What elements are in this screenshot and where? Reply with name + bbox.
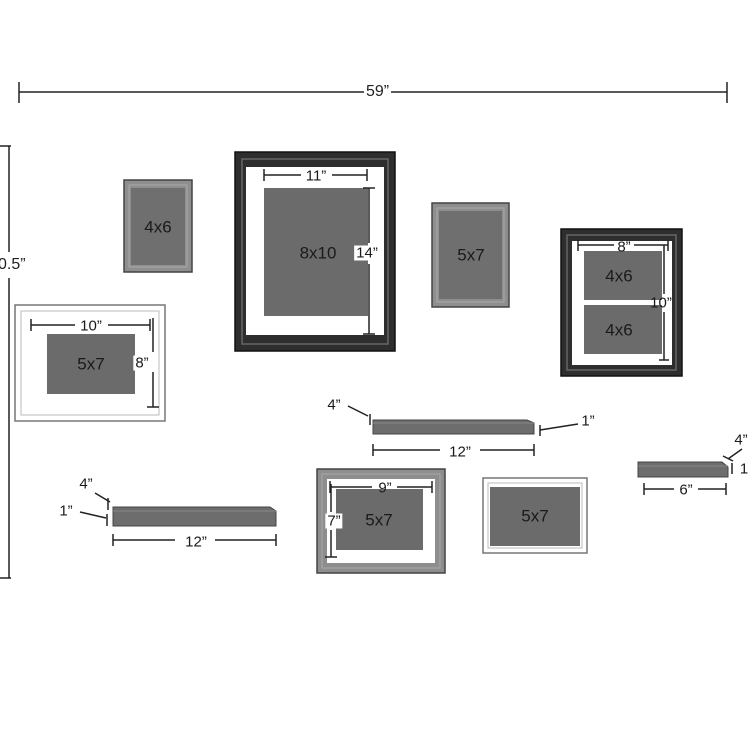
frame-double-width-label: 8” [617,238,631,256]
shelf-12-center [347,405,579,456]
frame-4x6-gray-photo-label: 4x6 [144,217,172,237]
overall-width-label: 59” [364,83,392,100]
frame-5x7-white-right [482,477,588,554]
shelf-center-depth-label: 4” [327,396,341,414]
frame-gray-matted-height-label: 7” [325,512,343,530]
frame-8x10-photo-label: 8x10 [299,243,337,263]
frame-5x7-gray-photo-label: 5x7 [457,245,485,265]
frame-4x6-gray [123,179,193,273]
frame-gray-matted-photo-label: 5x7 [365,510,393,530]
overall-height-dimension [0,145,11,579]
shelf-left-thickness-label: 1” [59,502,73,520]
frame-double-height-label: 10” [650,294,672,312]
shelf-center-length-label: 12” [449,443,471,461]
frame-white-left-photo-label: 5x7 [77,354,105,374]
overall-height-label: 0.5” [0,257,28,273]
frame-double-bottom-photo-label: 4x6 [605,320,633,340]
frame-8x10-height-label: 14” [354,244,380,262]
shelf-right-depth-label: 4” [734,431,748,449]
shelf-12-left [79,492,277,546]
frame-double-top-photo-label: 4x6 [605,266,633,286]
frame-double-4x6-black [560,228,683,377]
shelf-6-right [637,448,743,495]
shelf-right-thickness-label: 1 [739,460,749,478]
shelf-center-thickness-label: 1” [581,412,595,430]
frame-8x10-width-label: 11” [305,167,327,185]
frame-5x7-gray [431,202,510,308]
frame-white-left-height-label: 8” [133,354,151,372]
shelf-left-length-label: 12” [185,533,207,551]
frame-white-right-photo-label: 5x7 [521,506,549,526]
frame-white-left-width-label: 10” [80,317,102,335]
frame-gray-matted-width-label: 9” [378,479,392,497]
shelf-left-depth-label: 4” [79,475,93,493]
shelf-right-length-label: 6” [679,481,693,499]
